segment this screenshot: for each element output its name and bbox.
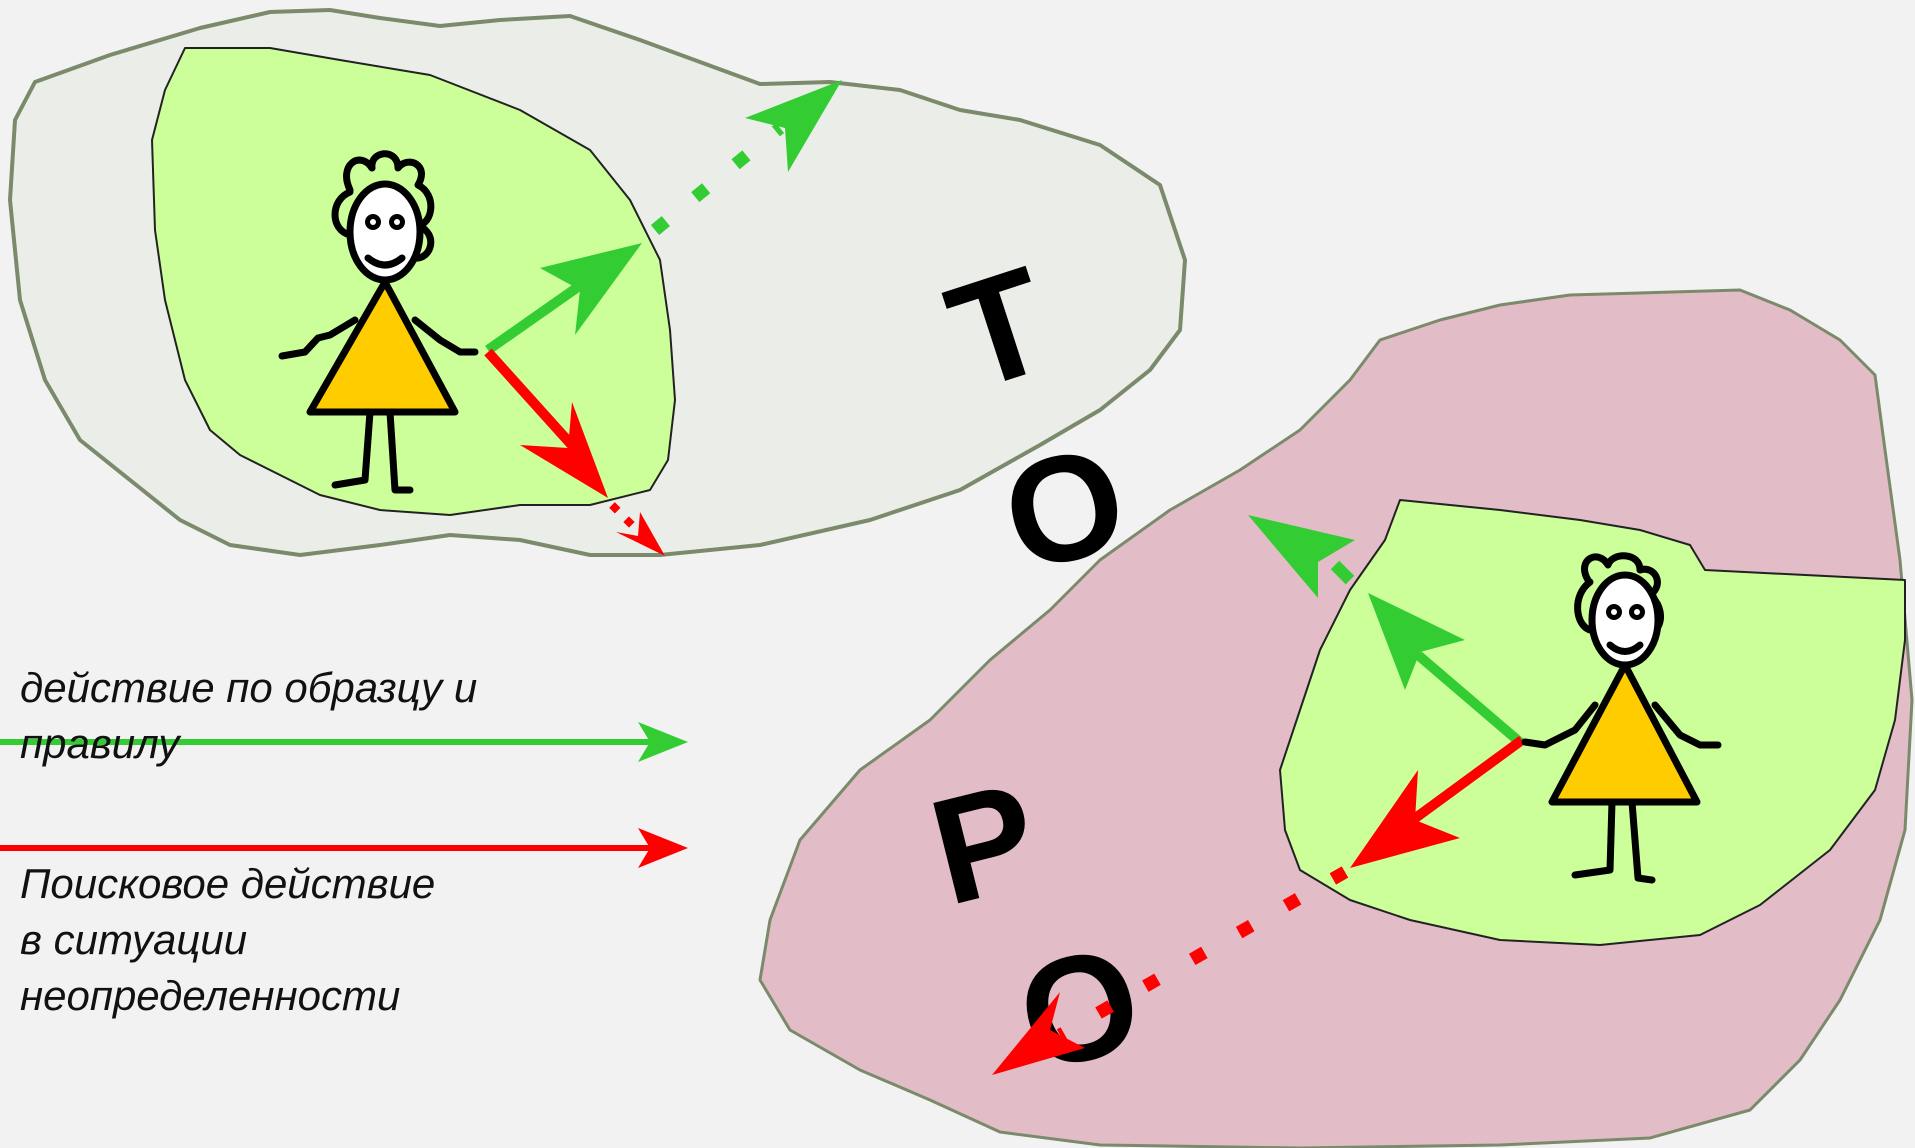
red-arrow-left-shaft	[484, 348, 582, 456]
green-arrow-left-head	[540, 243, 642, 335]
green-arrow-right-head	[1368, 593, 1465, 690]
red-dotted-left	[609, 502, 645, 538]
stick-figure-left	[278, 150, 479, 494]
letter-o-top: О	[988, 412, 1142, 603]
legend-red-label: Поисковое действие в ситуации неопределе…	[20, 860, 436, 1019]
red-arrow-right-shaft	[1407, 735, 1525, 827]
red-arrow-left-head	[520, 402, 608, 498]
green-arrow-right-far-head	[1248, 515, 1355, 598]
green-arrow-left-far-head	[745, 80, 842, 172]
legend-red-arrow-head	[638, 828, 688, 868]
legend-green-label: действие по образцу и правилу	[20, 664, 478, 767]
green-arrow-left-shaft	[485, 277, 588, 355]
green-arrow-right-shaft	[1414, 651, 1526, 748]
red-arrow-right-head	[1350, 770, 1460, 868]
red-arrow-right-far-head	[992, 992, 1085, 1075]
stick-figure-right	[1521, 552, 1722, 884]
red-dotted-right	[1056, 866, 1349, 1041]
comfort-zone-inner-green-left	[151, 47, 676, 516]
red-arrow-left-far-head	[616, 512, 665, 556]
green-dotted-right	[1330, 560, 1355, 585]
legend-green-arrow-head	[638, 722, 688, 762]
